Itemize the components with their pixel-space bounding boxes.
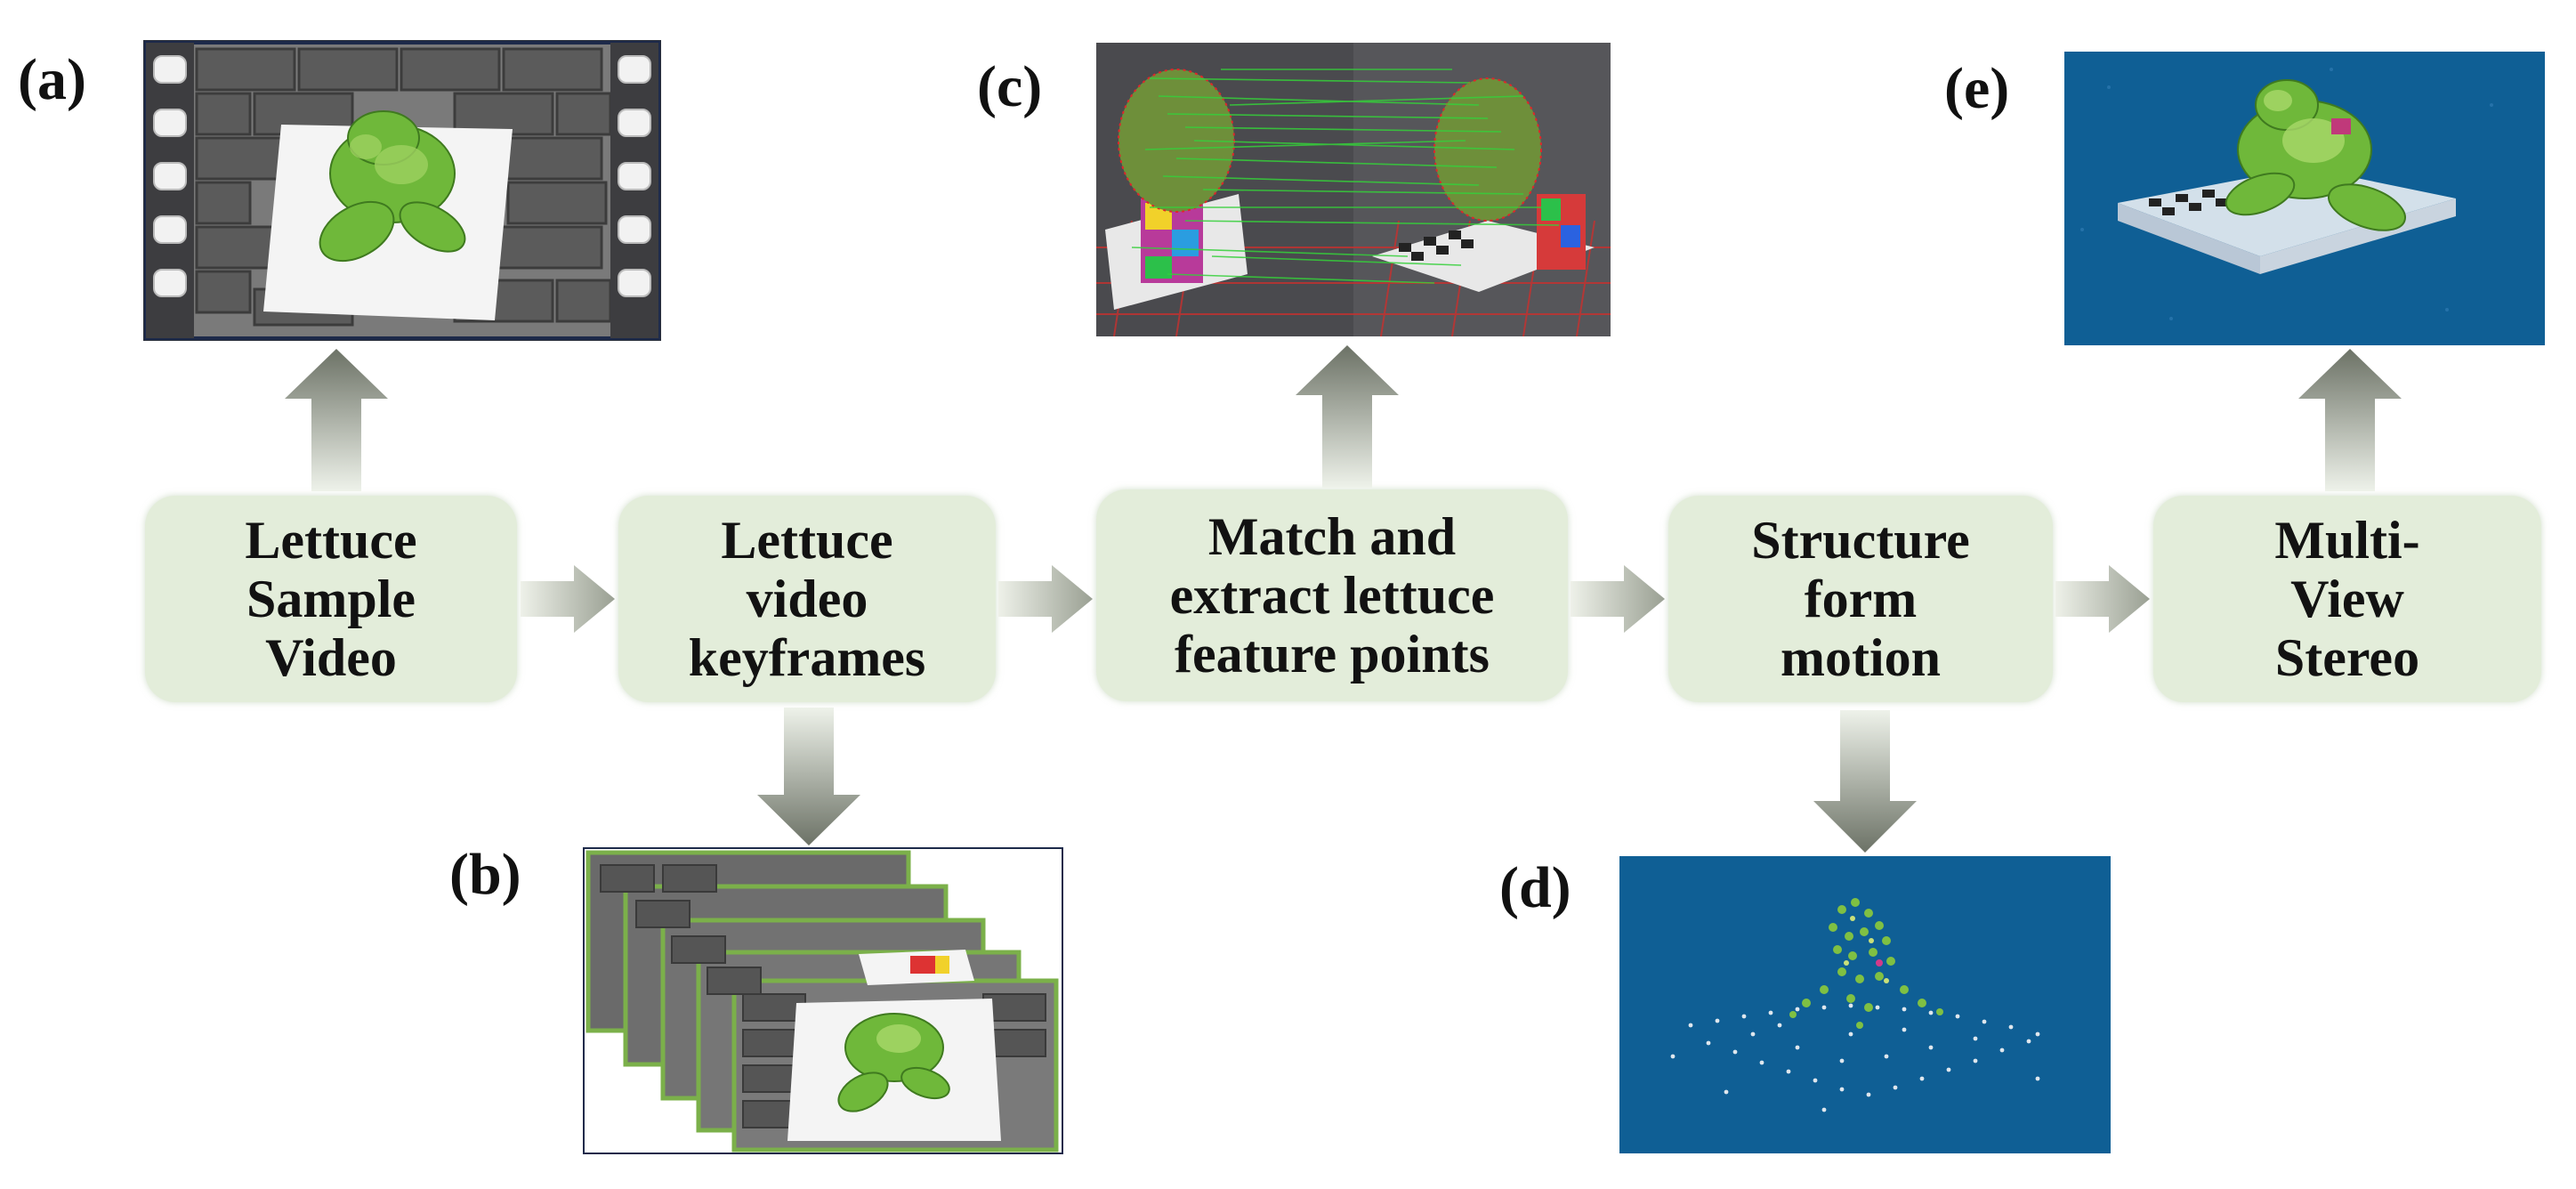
arrow-down-icon — [757, 708, 860, 845]
arrow-right-icon — [998, 565, 1093, 633]
arrow-right-icon — [2055, 565, 2150, 633]
step-lettuce-video-keyframes-label: Lettuce video keyframes — [688, 511, 926, 687]
arrow-right-icon — [521, 565, 615, 633]
panel-label-e: (e) — [1944, 56, 2010, 121]
step-structure-form-motion: Structure form motion — [1668, 496, 2053, 702]
arrow-up-icon — [1296, 345, 1399, 488]
panel-label-d: (d) — [1499, 855, 1571, 920]
feature-matching-image — [1096, 43, 1611, 336]
keyframe-stack-icon — [583, 847, 1063, 1154]
step-multi-view-stereo-label: Multi- View Stereo — [2274, 511, 2420, 687]
sparse-point-cloud-image — [1619, 856, 2111, 1153]
arrow-down-icon — [1813, 710, 1917, 853]
arrow-up-icon — [285, 349, 388, 491]
panel-label-c: (c) — [977, 54, 1043, 119]
step-lettuce-video-keyframes: Lettuce video keyframes — [618, 496, 996, 702]
step-lettuce-sample-video-label: Lettuce Sample Video — [245, 511, 417, 687]
dense-point-cloud-image — [2064, 52, 2545, 345]
step-structure-form-motion-label: Structure form motion — [1751, 511, 1970, 687]
step-match-extract-feature-points: Match and extract lettuce feature points — [1096, 489, 1568, 701]
video-frame-icon — [143, 40, 661, 341]
arrow-up-icon — [2298, 349, 2402, 491]
panel-label-a: (a) — [18, 47, 86, 112]
arrow-right-icon — [1571, 565, 1665, 633]
panel-label-b: (b) — [449, 842, 521, 907]
step-match-extract-feature-points-label: Match and extract lettuce feature points — [1169, 507, 1495, 683]
step-multi-view-stereo: Multi- View Stereo — [2153, 496, 2541, 702]
step-lettuce-sample-video: Lettuce Sample Video — [145, 496, 517, 702]
